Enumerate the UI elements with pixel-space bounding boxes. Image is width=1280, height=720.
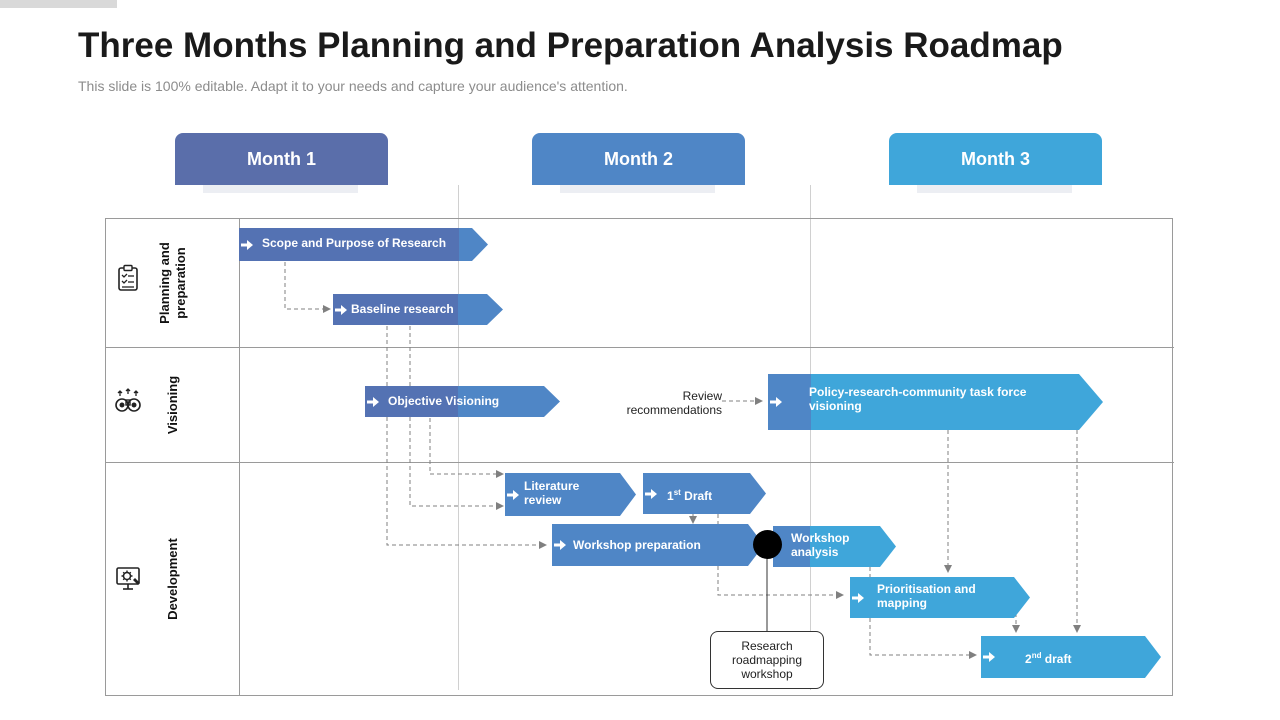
task-first-draft: 1st Draft	[643, 473, 766, 514]
callout-line1: Research	[741, 639, 793, 653]
review-note-line1: Review	[682, 389, 722, 403]
callout-line2: roadmapping	[731, 653, 803, 667]
research-workshop-callout: Research roadmapping workshop	[710, 631, 824, 689]
month-1-header: Month 1	[175, 133, 388, 185]
month-divider-1	[458, 185, 459, 690]
arrow-right-icon	[335, 305, 347, 315]
task-second-draft-label: 2nd draft	[1025, 649, 1071, 666]
month-1-shadow	[203, 185, 358, 193]
task-prioritisation-mapping: Prioritisation and mapping	[850, 577, 1030, 618]
arrow-right-icon	[507, 490, 519, 500]
arrow-right-icon	[241, 240, 253, 250]
page-title: Three Months Planning and Preparation An…	[78, 26, 1063, 65]
review-note-line2: recommendations	[626, 403, 722, 417]
task-literature-review: Literature review	[505, 473, 636, 516]
month-2-header: Month 2	[532, 133, 745, 185]
arrow-right-icon	[770, 397, 782, 407]
first-draft-number: 1	[667, 489, 674, 503]
task-scope-and-purpose: Scope and Purpose of Research	[239, 228, 488, 261]
task-first-draft-label: 1st Draft	[667, 486, 712, 503]
task-literature-label: Literature review	[524, 479, 580, 507]
corner-accent-bar	[0, 0, 117, 8]
arrow-right-icon	[367, 397, 379, 407]
arrow-right-icon	[554, 540, 566, 550]
month-divider-2	[810, 185, 811, 690]
task-workshop-analysis-label: Workshop analysis	[791, 531, 850, 559]
task-baseline-research: Baseline research	[333, 294, 503, 325]
first-draft-word: Draft	[680, 489, 713, 503]
task-objective-visioning: Objective Visioning	[365, 386, 560, 417]
arrow-right-icon	[983, 652, 995, 662]
task-baseline-label: Baseline research	[351, 302, 454, 316]
second-draft-ordinal: nd	[1031, 651, 1042, 660]
clipboard-checklist-icon	[118, 264, 138, 291]
task-prioritisation-label: Prioritisation and mapping	[877, 582, 976, 610]
second-draft-word: draft	[1041, 652, 1072, 666]
arrow-right-icon	[852, 593, 864, 603]
month-3-shadow	[917, 185, 1072, 193]
task-policy-label: Policy-research-community task force vis…	[809, 385, 1027, 413]
callout-line3: workshop	[741, 667, 793, 681]
binoculars-icon	[115, 388, 141, 412]
page-subtitle: This slide is 100% editable. Adapt it to…	[78, 78, 628, 94]
task-scope-label: Scope and Purpose of Research	[262, 236, 447, 250]
arrow-right-icon	[645, 489, 657, 499]
row-divider-1	[105, 347, 1174, 348]
milestone-marker	[753, 530, 782, 559]
task-second-draft: 2nd draft	[981, 636, 1161, 678]
second-draft-number: 2	[1025, 652, 1032, 666]
task-objective-label: Objective Visioning	[388, 394, 500, 408]
label-column-divider	[239, 218, 240, 696]
month-3-header: Month 3	[889, 133, 1102, 185]
row-divider-2	[105, 462, 1174, 463]
task-workshop-analysis: Workshop analysis	[773, 526, 896, 567]
monitor-gear-icon	[116, 567, 140, 590]
task-workshop-preparation: Workshop preparation	[552, 524, 764, 566]
month-2-shadow	[560, 185, 715, 193]
first-draft-ordinal: st	[673, 488, 681, 497]
roadmap-grid	[105, 218, 1173, 696]
task-policy-task-force: Policy-research-community task force vis…	[768, 374, 1103, 430]
review-recommendations-note: Review recommendations	[610, 389, 722, 417]
task-workshop-prep-label: Workshop preparation	[573, 538, 701, 552]
